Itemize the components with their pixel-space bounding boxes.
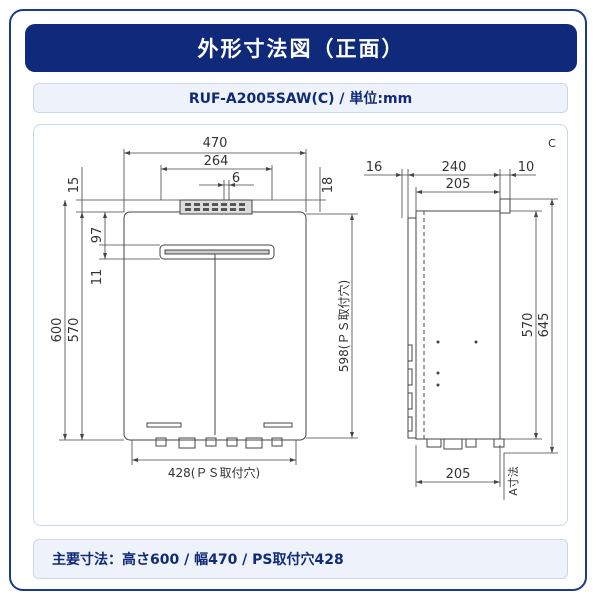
front-top-vent bbox=[179, 199, 253, 215]
side-dimension-lines bbox=[364, 169, 558, 500]
dim-top-right-label: 18 bbox=[321, 177, 336, 194]
side-dots bbox=[436, 340, 478, 387]
front-dimension-lines bbox=[59, 149, 358, 465]
drawing-panel: 470 264 6 15 18 97 11 600 570 598(ＰＳ取付穴)… bbox=[33, 124, 568, 526]
side-slots bbox=[407, 344, 413, 432]
dim-205-top-label: 205 bbox=[446, 177, 471, 192]
front-bottom-bar-left bbox=[146, 422, 182, 428]
dim-570-side-label: 570 bbox=[521, 313, 536, 338]
side-top-flange bbox=[499, 198, 511, 214]
front-exhaust-slot bbox=[164, 249, 270, 255]
dim-small-label: 6 bbox=[232, 171, 240, 186]
dim-ps-vertical-label: 598(ＰＳ取付穴) bbox=[336, 280, 351, 372]
front-arrowheads bbox=[63, 151, 354, 462]
side-back-plate bbox=[407, 217, 417, 439]
front-exhaust-bar bbox=[159, 244, 275, 260]
dim-240-label: 240 bbox=[442, 160, 467, 175]
dim-645-label: 645 bbox=[537, 313, 552, 338]
summary-text: 主要寸法：高さ600 / 幅470 / PS取付穴428 bbox=[52, 552, 344, 568]
front-bottom-pipes bbox=[155, 437, 283, 449]
dim-width-label: 470 bbox=[203, 136, 228, 151]
front-top-vent-slots bbox=[185, 203, 245, 211]
dim-a-label: A寸法 bbox=[506, 466, 520, 496]
dim-ps-horizontal-label: 428(ＰＳ取付穴) bbox=[168, 465, 260, 480]
side-body-outline bbox=[415, 210, 501, 440]
dim-205-bottom-label: 205 bbox=[446, 467, 471, 482]
page-title: 外形寸法図（正面） bbox=[25, 24, 577, 72]
model-label: RUF-A2005SAW(C) / 単位:mm bbox=[33, 83, 568, 113]
dimension-drawing: 470 264 6 15 18 97 11 600 570 598(ＰＳ取付穴)… bbox=[50, 136, 558, 500]
dim-16-label: 16 bbox=[366, 160, 383, 175]
summary-bar: 主要寸法：高さ600 / 幅470 / PS取付穴428 bbox=[33, 539, 568, 579]
front-bottom-bar-right bbox=[263, 422, 293, 428]
dim-97-label: 97 bbox=[90, 227, 105, 244]
side-bottom-pipes bbox=[426, 438, 505, 450]
dim-10-label: 10 bbox=[518, 160, 535, 175]
dim-body-label: 570 bbox=[67, 318, 82, 343]
side-arrowheads bbox=[396, 173, 554, 484]
corner-mark: C bbox=[548, 137, 556, 150]
dim-height-label: 600 bbox=[50, 318, 65, 343]
dim-11-label: 11 bbox=[90, 269, 105, 286]
dim-inner-label: 264 bbox=[204, 154, 229, 169]
dim-top-left-label: 15 bbox=[67, 177, 82, 194]
